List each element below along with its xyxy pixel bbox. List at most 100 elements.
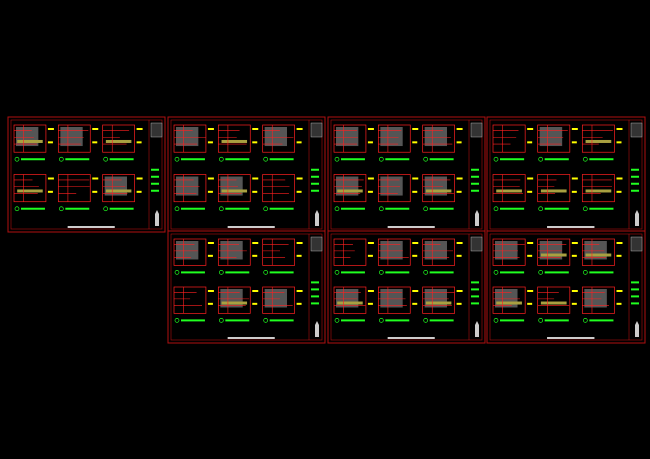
drawing-sheet[interactable] [327, 230, 486, 344]
detail-outline [537, 238, 571, 266]
detail-label [109, 158, 134, 161]
detail-hatch [105, 139, 132, 143]
detail-label [269, 319, 294, 322]
detail-outline [422, 124, 455, 153]
detail-drawing [13, 174, 54, 212]
title-block-text [311, 288, 319, 291]
detail-outline [492, 286, 526, 314]
detail-outline [173, 174, 207, 203]
title-block-text [311, 302, 319, 305]
title-block-text [311, 168, 319, 171]
detail-fill [220, 176, 243, 196]
detail-drawing [262, 286, 303, 323]
detail-fill [380, 241, 403, 260]
detail-outline [422, 238, 455, 266]
drawing-sheet[interactable] [167, 230, 326, 344]
detail-marker-icon [334, 270, 340, 275]
detail-hatch [540, 253, 567, 257]
detail-marker-icon [493, 156, 499, 162]
annotation [571, 190, 577, 193]
title-block-logo [630, 122, 643, 138]
detail-marker-icon [423, 270, 429, 275]
detail-marker-icon [174, 318, 180, 323]
title-block-text [151, 175, 159, 178]
detail-label [225, 158, 250, 161]
annotation [252, 141, 258, 144]
detail-hatch [221, 139, 248, 143]
annotation [456, 302, 462, 305]
title-block-text [631, 182, 639, 185]
annotation [367, 190, 373, 193]
detail-label [589, 207, 614, 210]
detail-marker-icon [174, 156, 180, 162]
annotation [616, 128, 623, 130]
drawing-sheet[interactable] [7, 116, 166, 233]
detail-drawing [102, 174, 143, 212]
detail-outline [492, 238, 526, 266]
detail-marker-icon [218, 318, 224, 323]
annotation [252, 128, 259, 130]
detail-fill [264, 127, 288, 147]
detail-drawing [581, 174, 623, 212]
detail-label [225, 319, 250, 322]
detail-drawing [57, 174, 99, 212]
detail-outline [57, 174, 91, 203]
detail-outline [492, 174, 526, 203]
detail-outline [377, 174, 411, 203]
detail-drawing [173, 174, 214, 212]
title-block-text [311, 182, 319, 185]
detail-fill [424, 241, 448, 260]
detail-marker-icon [218, 270, 224, 275]
detail-fill [336, 176, 359, 196]
human-figure-icon [635, 210, 639, 226]
detail-hatch [337, 189, 363, 193]
detail-label [429, 319, 454, 322]
detail-outline [537, 124, 571, 153]
detail-label [385, 158, 410, 161]
detail-outline [581, 174, 615, 203]
human-figure-icon [475, 321, 479, 337]
detail-label [429, 271, 454, 274]
drawing-sheet[interactable] [167, 116, 326, 233]
detail-drawing [217, 286, 259, 323]
title-block-text [631, 302, 639, 305]
annotation [367, 177, 374, 180]
annotation [296, 242, 303, 244]
detail-marker-icon [493, 206, 499, 212]
detail-outline [217, 124, 251, 153]
annotation [92, 141, 98, 144]
detail-label [341, 207, 365, 210]
title-block-logo [630, 236, 643, 252]
annotation [616, 242, 623, 244]
detail-drawing [377, 124, 419, 162]
detail-drawing [333, 174, 374, 212]
annotation [92, 177, 99, 180]
drawing-sheet[interactable] [486, 230, 646, 344]
drawing-sheet[interactable] [327, 116, 486, 233]
annotation [571, 302, 577, 305]
detail-marker-icon [378, 206, 384, 212]
detail-fill [336, 127, 359, 147]
annotation [47, 128, 54, 130]
human-figure-icon [635, 321, 639, 337]
annotation [296, 254, 302, 257]
annotation [367, 302, 373, 305]
annotation [456, 290, 463, 292]
title-block-text [311, 295, 319, 298]
drawing-sheet[interactable] [486, 116, 646, 233]
annotation [571, 242, 578, 244]
detail-label [544, 158, 569, 161]
annotation [367, 290, 374, 292]
detail-drawing [377, 238, 419, 275]
detail-drawing [492, 174, 534, 212]
annotation [252, 190, 258, 193]
annotation [252, 254, 258, 257]
title-block-text [631, 175, 639, 178]
detail-drawing [537, 286, 578, 323]
detail-outline [13, 174, 47, 203]
detail-drawing [377, 286, 419, 323]
sheet-title [387, 337, 435, 339]
detail-drawing [57, 124, 99, 162]
detail-fill [176, 176, 199, 196]
